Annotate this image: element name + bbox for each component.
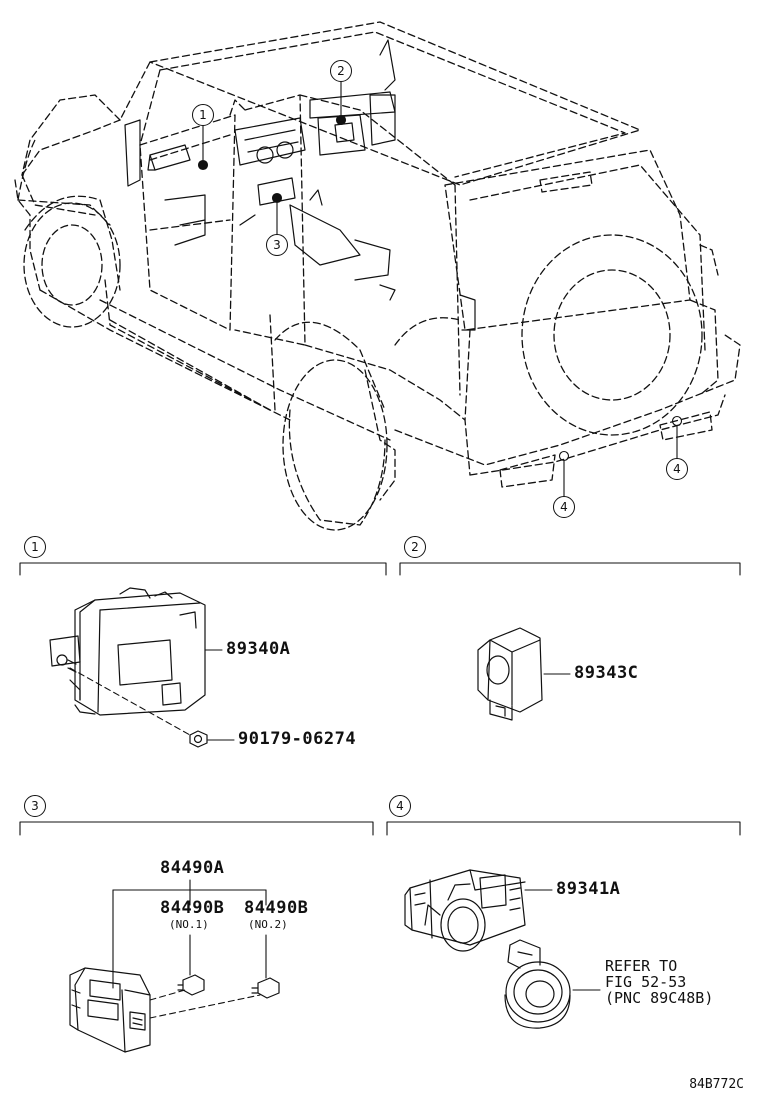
refer-note-line-1: REFER TO bbox=[605, 957, 678, 975]
section-callout-1: 1 bbox=[24, 536, 46, 558]
switch-illustration bbox=[69, 967, 151, 1053]
section-callout-3: 3 bbox=[24, 795, 46, 817]
ecu-illustration bbox=[49, 587, 206, 716]
vehicle-callout-2: 2 bbox=[330, 60, 352, 82]
part-label-nut: 90179-06274 bbox=[238, 729, 357, 749]
part-label-ecu: 89340A bbox=[226, 639, 291, 659]
vehicle-callout-3: 3 bbox=[266, 234, 288, 256]
switch-bulb-2-note: (NO.2) bbox=[248, 918, 288, 931]
part1-leaders bbox=[69, 649, 235, 741]
nut-illustration bbox=[189, 730, 208, 748]
bezel-illustration bbox=[504, 939, 571, 1029]
buzzer-illustration bbox=[477, 627, 543, 721]
vehicle-outline bbox=[14, 21, 741, 531]
section-callout-4: 4 bbox=[389, 795, 411, 817]
vehicle-callout-1: 1 bbox=[192, 104, 214, 126]
part-label-buzzer: 89343C bbox=[574, 663, 639, 683]
part3-leaders bbox=[112, 879, 267, 1019]
section-callout-2: 2 bbox=[404, 536, 426, 558]
vehicle-interior bbox=[124, 39, 476, 331]
section-frames bbox=[19, 562, 741, 836]
part-label-switch-assy: 84490A bbox=[160, 858, 225, 878]
vehicle-callout-4b: 4 bbox=[666, 458, 688, 480]
switch-bulb-1-note: (NO.1) bbox=[169, 918, 209, 931]
sensor-illustration bbox=[404, 869, 526, 952]
bulb-2-illustration bbox=[251, 977, 280, 999]
part-label-switch-bulb-1: 84490B bbox=[160, 898, 225, 918]
figure-code: 84B772C bbox=[689, 1077, 744, 1092]
part-label-switch-bulb-2: 84490B bbox=[244, 898, 309, 918]
part-label-sensor: 89341A bbox=[556, 879, 621, 899]
bulb-1-illustration bbox=[177, 974, 205, 996]
vehicle-leaders bbox=[197, 81, 683, 497]
refer-note-line-2: FIG 52-53 bbox=[605, 973, 687, 991]
refer-note-line-3: (PNC 89C48B) bbox=[605, 989, 714, 1007]
refer-note: REFER TO FIG 52-53 (PNC 89C48B) bbox=[605, 958, 713, 1006]
vehicle-callout-4a: 4 bbox=[553, 496, 575, 518]
